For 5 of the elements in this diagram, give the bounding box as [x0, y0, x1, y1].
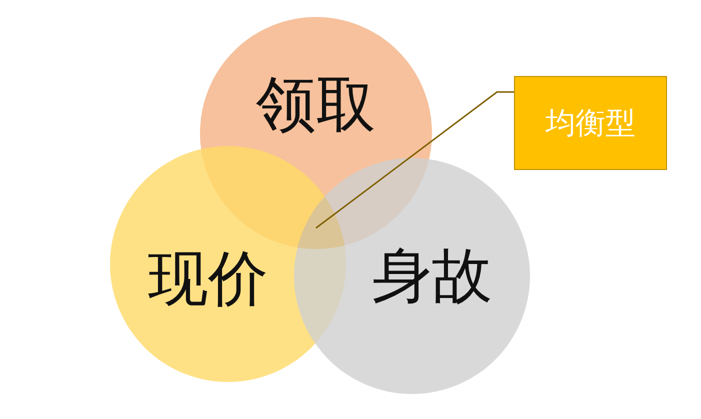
leader-line [316, 91, 514, 229]
circle-label: 领取 [256, 75, 376, 135]
callout-box: 均衡型 [514, 76, 667, 170]
circle-label: 身故 [372, 246, 492, 306]
circle-label: 现价 [148, 249, 268, 309]
